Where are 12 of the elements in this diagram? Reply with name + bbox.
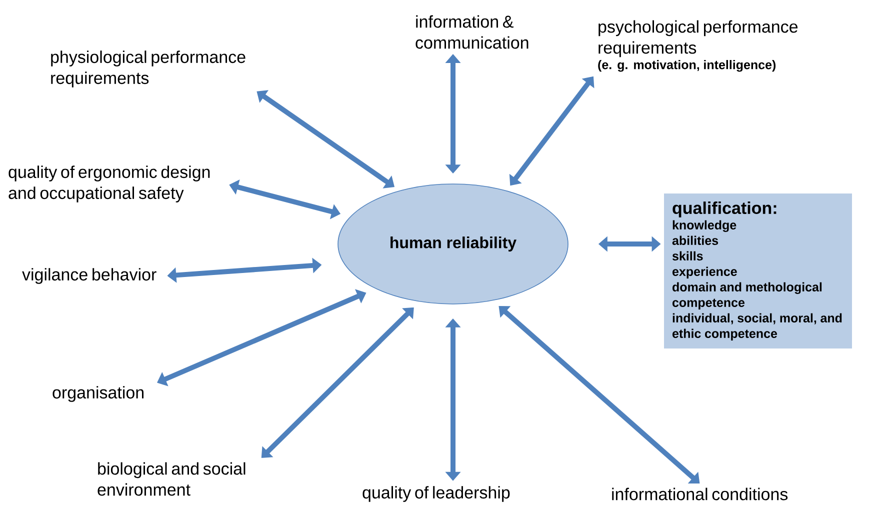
factor-label: physiological performance requirements [51, 50, 246, 88]
qualification-box: qualification: knowledge abilities skills experience domain and methological competence individual, social, moral, and ethic competence [664, 194, 852, 348]
factor-label: quality of leadership [362, 486, 510, 502]
factor-label: biological and social environment [98, 462, 246, 496]
factor-label: vigilance behavior [22, 268, 156, 284]
factor-label: organisation [52, 386, 144, 402]
factor-label: psychological performance requirements (e. g. motivation, intelligence) [598, 20, 798, 72]
ellipse-node: human reliability [338, 184, 568, 304]
factor-label: information & communication [416, 15, 528, 49]
factor-label: quality of ergonomic design and occupational safety [8, 166, 210, 202]
factor-label: informational conditions [612, 488, 788, 500]
double-arrow [498, 306, 700, 484]
